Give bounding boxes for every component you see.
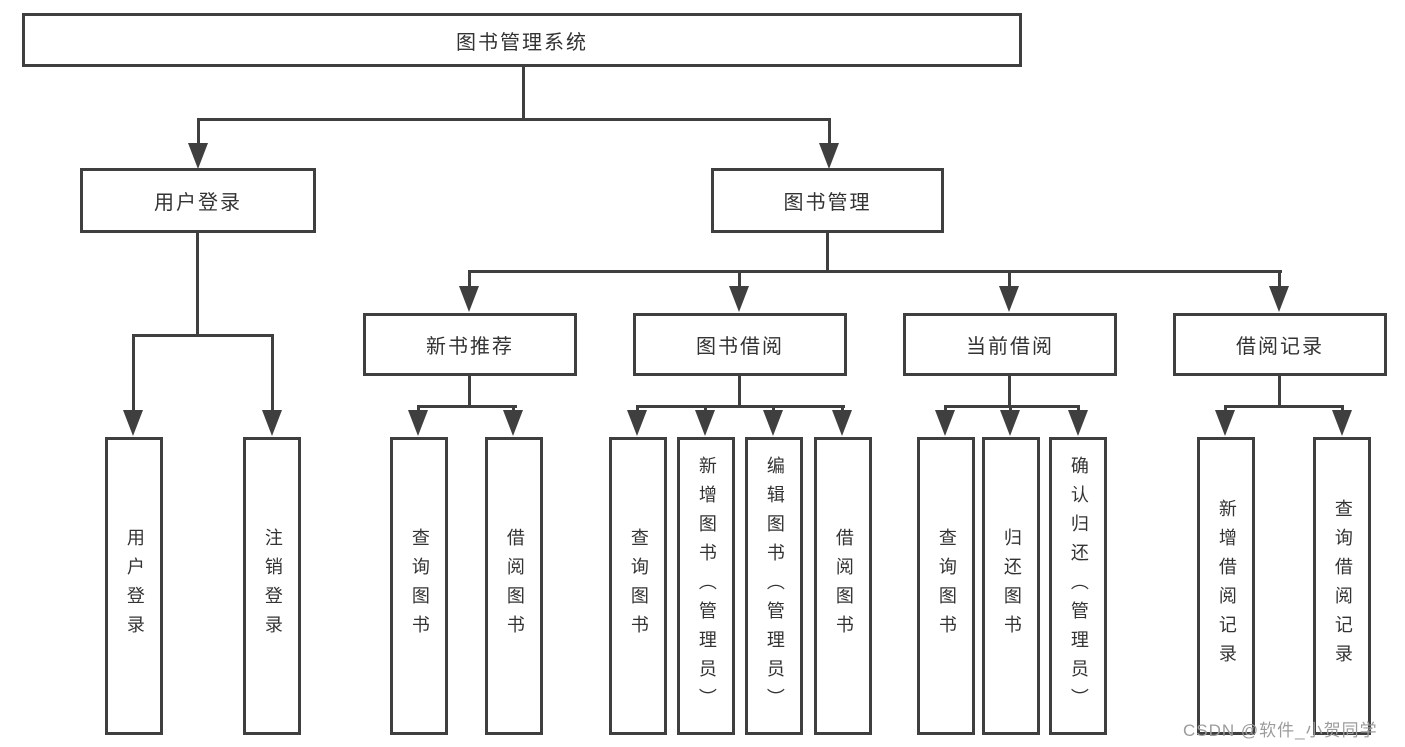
connector-root-vertical [522,67,525,121]
arrow-down-icon [695,410,715,436]
leaf-add-borrow-record-label: 新增借阅记录 [1216,499,1237,673]
watermark-text: CSDN @软件_小贺同学 [1183,721,1378,740]
connector-mgmt-vertical [826,233,829,273]
leaf-add-book-admin-label: 新增图书（管理员） [696,455,717,717]
arrow-down-icon [408,410,428,436]
connector-current-vertical [1008,376,1011,408]
connector-stub [1341,405,1344,413]
leaf-query-borrow-record-label: 查询借阅记录 [1332,499,1353,673]
arrow-down-icon [459,286,479,312]
leaf-user-login-label: 用户登录 [124,528,145,644]
node-book-borrow-label: 图书借阅 [696,336,784,358]
connector-stub [772,405,775,413]
connector-stub [1224,405,1227,413]
connector-current-horizontal [944,405,1080,408]
node-book-borrow: 图书借阅 [633,313,847,376]
arrow-down-icon [262,410,282,436]
arrow-down-icon [503,410,523,436]
node-book-management-label: 图书管理 [783,192,872,214]
node-book-management: 图书管理 [711,168,944,233]
arrow-down-icon [763,410,783,436]
leaf-return-book-label: 归还图书 [1001,528,1022,644]
leaf-logout-label: 注销登录 [262,528,283,644]
connector-recommend-horizontal [417,405,517,408]
leaf-query-borrow-record: 查询借阅记录 [1313,437,1371,735]
node-root: 图书管理系统 [22,13,1022,67]
node-new-book-recommend-label: 新书推荐 [426,336,514,358]
connector-stub-records [1278,270,1281,288]
leaf-borrow-books: 借阅图书 [814,437,872,735]
node-borrow-records-label: 借阅记录 [1236,336,1324,358]
leaf-confirm-return-admin-label: 确认归还（管理员） [1068,455,1089,717]
leaf-borrow-books-label: 借阅图书 [833,528,854,644]
arrow-down-icon [935,410,955,436]
arrow-down-icon [832,410,852,436]
connector-stub [704,405,707,413]
arrow-down-icon [1000,410,1020,436]
connector-stub [512,405,515,413]
connector-borrow-horizontal [636,405,845,408]
connector-records-vertical [1278,376,1281,408]
leaf-edit-book-admin-label: 编辑图书（管理员） [764,455,785,717]
connector-stub [1009,405,1012,413]
connector-stub-leaf-logout [271,334,274,410]
node-user-login: 用户登录 [80,168,316,233]
connector-stub [841,405,844,413]
arrow-down-icon [627,410,647,436]
arrow-down-icon [819,143,839,169]
arrow-down-icon [999,286,1019,312]
connector-userlogin-horizontal [132,334,274,337]
arrow-down-icon [729,286,749,312]
connector-recommend-vertical [468,376,471,408]
connector-stub [417,405,420,413]
arrow-down-icon [1215,410,1235,436]
node-root-label: 图书管理系统 [456,31,588,54]
leaf-query-books-recommend-label: 查询图书 [409,528,430,644]
leaf-query-books-current-label: 查询图书 [936,528,957,644]
leaf-borrow-books-recommend-label: 借阅图书 [504,528,525,644]
arrow-down-icon [1269,286,1289,312]
node-user-login-label: 用户登录 [154,192,242,214]
connector-stub [944,405,947,413]
node-current-borrow-label: 当前借阅 [966,336,1054,358]
arrow-down-icon [123,410,143,436]
leaf-return-book: 归还图书 [982,437,1040,735]
connector-stub-recommend [468,270,471,288]
connector-mgmt-horizontal [468,270,1282,273]
leaf-edit-book-admin: 编辑图书（管理员） [745,437,803,735]
connector-records-horizontal [1224,405,1344,408]
leaf-borrow-books-recommend: 借阅图书 [485,437,543,735]
connector-stub-book-management [828,118,831,146]
connector-stub [1077,405,1080,413]
arrow-down-icon [188,143,208,169]
leaf-query-books-borrow-label: 查询图书 [628,528,649,644]
connector-userlogin-vertical [196,233,199,337]
arrow-down-icon [1068,410,1088,436]
leaf-query-books-current: 查询图书 [917,437,975,735]
connector-stub [636,405,639,413]
connector-root-horizontal [197,118,831,121]
leaf-query-books-recommend: 查询图书 [390,437,448,735]
connector-borrow-vertical [738,376,741,408]
node-new-book-recommend: 新书推荐 [363,313,577,376]
connector-stub-leaf-login [132,334,135,410]
leaf-confirm-return-admin: 确认归还（管理员） [1049,437,1107,735]
connector-stub-borrow [738,270,741,288]
leaf-logout: 注销登录 [243,437,301,735]
connector-stub-user-login [197,118,200,146]
arrow-down-icon [1332,410,1352,436]
leaf-add-book-admin: 新增图书（管理员） [677,437,735,735]
leaf-add-borrow-record: 新增借阅记录 [1197,437,1255,735]
leaf-query-books-borrow: 查询图书 [609,437,667,735]
leaf-user-login: 用户登录 [105,437,163,735]
node-current-borrow: 当前借阅 [903,313,1117,376]
node-borrow-records: 借阅记录 [1173,313,1387,376]
connector-stub-current [1008,270,1011,288]
